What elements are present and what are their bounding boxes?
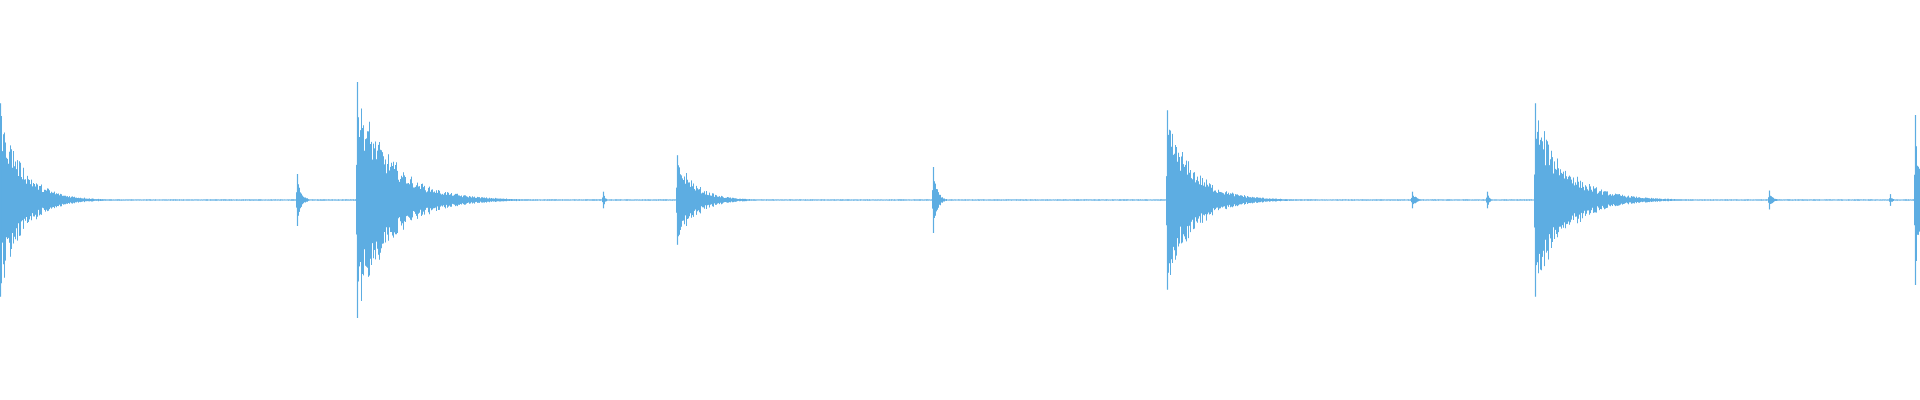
waveform-signal <box>0 108 1920 301</box>
waveform-peaks <box>0 82 1920 318</box>
